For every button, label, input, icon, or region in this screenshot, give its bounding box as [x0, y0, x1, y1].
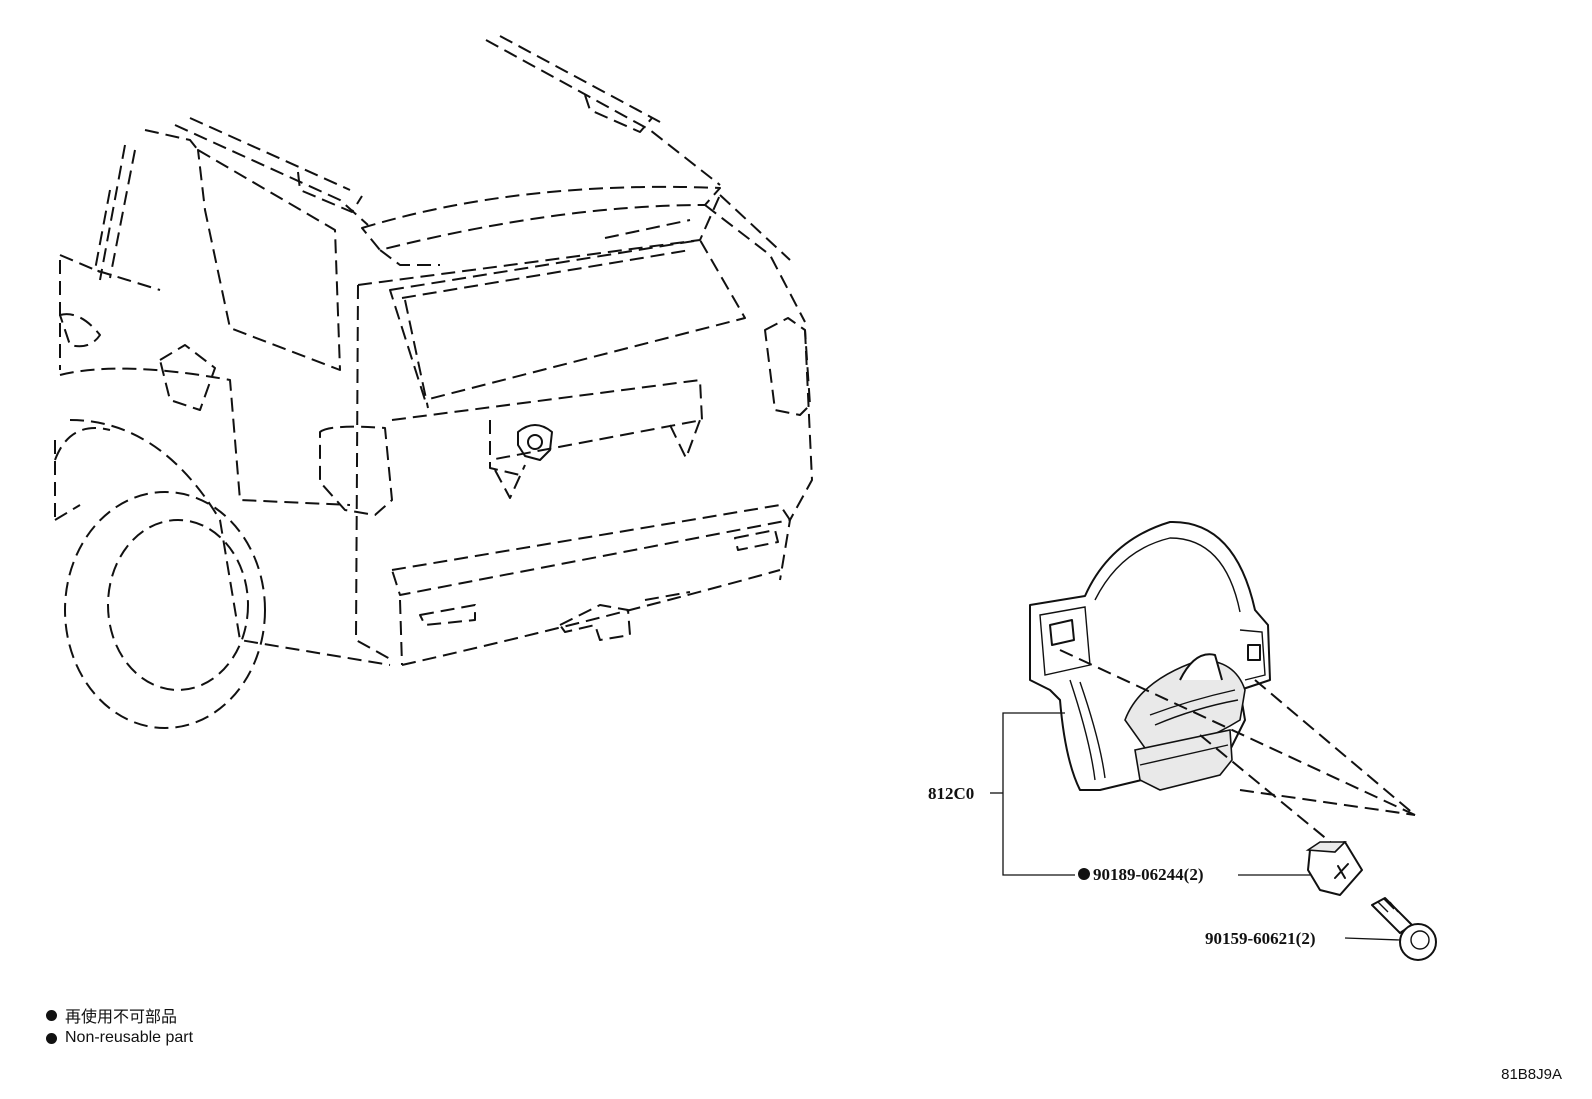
- screw-part-illustration: [1371, 897, 1437, 961]
- legend-japanese-text: 再使用不可部品: [65, 1009, 178, 1026]
- callout-assembly: 812C0: [928, 784, 974, 803]
- camera-assembly-illustration: [1029, 520, 1271, 791]
- legend-bullet-icon: [46, 1032, 57, 1044]
- callout-screw: 90159-60621(2): [1205, 929, 1315, 948]
- leader-lines: [990, 712, 1401, 941]
- illustration-code: 81B8J9A: [1501, 1066, 1562, 1083]
- legend-bullet-icon: [46, 1009, 57, 1021]
- vehicle-outline: [54, 35, 813, 729]
- non-reusable-marker: [1078, 868, 1090, 880]
- legend-english-text: Non-reusable part: [65, 1029, 194, 1046]
- callout-clip: 90189-06244(2): [1093, 865, 1203, 884]
- clip-part-illustration: [1305, 841, 1363, 896]
- legend-english: Non-reusable part: [46, 1029, 193, 1047]
- installation-dashed-lines: [1059, 649, 1416, 851]
- camera-location-marker: [517, 424, 553, 461]
- legend-japanese: 再使用不可部品: [46, 1003, 177, 1027]
